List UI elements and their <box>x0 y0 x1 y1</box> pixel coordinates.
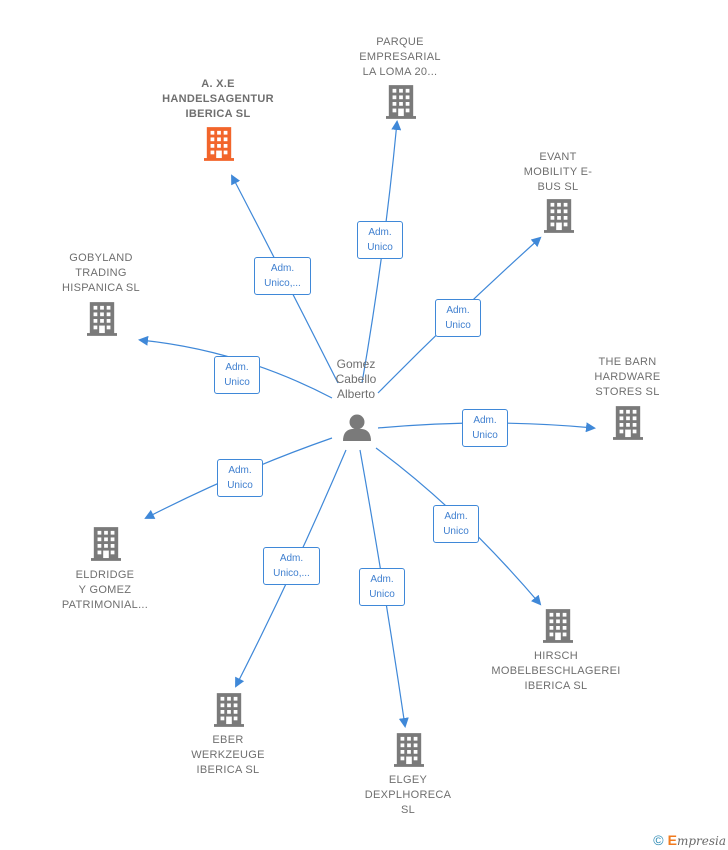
company-name-parque[interactable]: PARQUE EMPRESARIAL LA LOMA 20... <box>359 36 441 78</box>
company-name-axe[interactable]: A. X.E HANDELSAGENTUR IBERICA SL <box>162 78 274 120</box>
building-icon-hirsch <box>543 609 573 643</box>
relation-label-eber[interactable]: Adm. Unico,... <box>263 547 320 585</box>
company-name-eber[interactable]: EBER WERKZEUGE IBERICA SL <box>191 734 265 776</box>
building-icon-gobyland <box>87 302 117 336</box>
relation-label-gobyland[interactable]: Adm. Unico <box>214 356 260 394</box>
building-icon-parque <box>386 85 416 119</box>
relation-label-axe[interactable]: Adm. Unico,... <box>254 257 311 295</box>
relation-label-evant[interactable]: Adm. Unico <box>435 299 481 337</box>
relation-label-eldridge[interactable]: Adm. Unico <box>217 459 263 497</box>
company-name-thebarn[interactable]: THE BARN HARDWARE STORES SL <box>594 356 661 398</box>
company-name-eldridge[interactable]: ELDRIDGE Y GOMEZ PATRIMONIAL... <box>61 569 149 611</box>
relation-label-hirsch[interactable]: Adm. Unico <box>433 505 479 543</box>
company-name-elgey[interactable]: ELGEY DEXPLHORECA SL <box>364 774 452 816</box>
footer-brand: ©Empresia <box>653 832 726 848</box>
brand-logo-initial: E <box>667 832 677 848</box>
relation-label-thebarn[interactable]: Adm. Unico <box>462 409 508 447</box>
relation-label-elgey[interactable]: Adm. Unico <box>359 568 405 606</box>
brand-logo-text: mpresia <box>676 834 726 848</box>
relation-label-parque[interactable]: Adm. Unico <box>357 221 403 259</box>
copyright-symbol: © <box>653 832 664 848</box>
person-name[interactable]: Gomez Cabello Alberto <box>335 357 377 401</box>
company-name-evant[interactable]: EVANT MOBILITY E- BUS SL <box>523 151 593 193</box>
building-icon-elgey <box>394 733 424 767</box>
building-icon-axe <box>204 127 234 161</box>
company-name-hirsch[interactable]: HIRSCH MOBELBESCHLAGEREI IBERICA SL <box>491 650 621 692</box>
building-icon-thebarn <box>613 406 643 440</box>
company-name-gobyland[interactable]: GOBYLAND TRADING HISPANICA SL <box>62 252 140 294</box>
building-icon-eber <box>214 693 244 727</box>
person-icon <box>343 414 371 441</box>
building-icon-eldridge <box>91 527 121 561</box>
building-icon-evant <box>544 199 574 233</box>
